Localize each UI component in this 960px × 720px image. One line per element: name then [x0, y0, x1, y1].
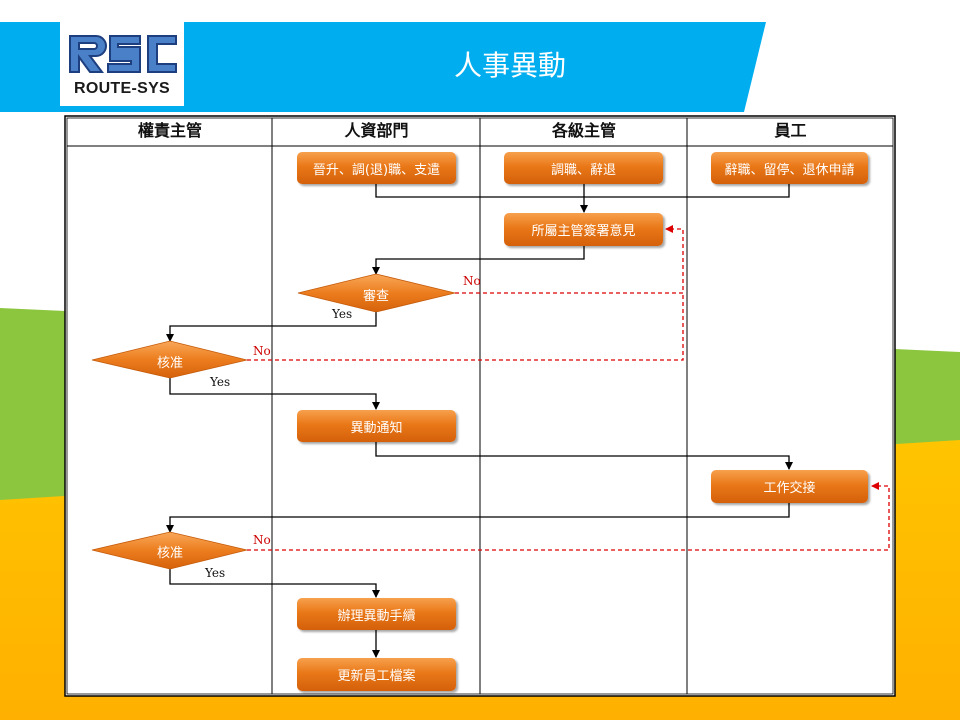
approve2-label: 核准: [156, 546, 183, 561]
yes-label-approve2: Yes: [205, 566, 226, 580]
node-notice: 異動通知: [297, 410, 456, 442]
node-supervisor-opinion: 所屬主管簽署意見: [504, 213, 663, 246]
connector-approve2-yes: [169, 569, 380, 598]
node-promote: 晉升、調(退)職、支遣: [297, 152, 456, 184]
approve1-diamond: [91, 340, 248, 379]
no-loops: [247, 225, 890, 551]
connectors: [166, 184, 793, 658]
connector-opinion-review: [372, 246, 585, 275]
node-process: 辦理異動手續: [297, 598, 456, 630]
logo-text: ROUTE-SYS: [73, 80, 171, 97]
no-label-approve1: No: [253, 344, 271, 358]
node-transfer: 調職、辭退: [504, 152, 663, 184]
connector-notice-handover: [375, 442, 793, 470]
no-label-review: No: [463, 274, 481, 288]
review-label: 審查: [362, 289, 389, 304]
no-label-approve2: No: [253, 533, 271, 547]
connector-promote-merge: [375, 184, 584, 198]
header-banner: [0, 22, 766, 112]
lane-header-authority: 權責主管: [137, 121, 202, 140]
connector-handover-approve2: [166, 503, 790, 533]
swimlane-frame: [64, 115, 896, 697]
node-update: 更新員工檔案: [297, 658, 456, 691]
flowchart: [64, 115, 896, 697]
lane-header-managers: 各級主管: [551, 121, 616, 140]
node-resign: 辭職、留停、退休申請: [711, 152, 868, 184]
lane-header-employee: 員工: [774, 121, 807, 140]
node-handover: 工作交接: [711, 470, 868, 503]
connector-resign-merge: [584, 184, 790, 198]
loop-review-no: [455, 225, 684, 294]
rsc-logo-mark: [69, 35, 177, 73]
review-diamond: [297, 273, 456, 313]
loop-approve2-no: [247, 482, 890, 551]
yes-label-review: Yes: [332, 307, 353, 321]
connector-review-yes: [166, 312, 377, 342]
connector-approve1-yes: [169, 378, 380, 410]
yes-label-approve1: Yes: [210, 375, 231, 389]
loop-approve1-no: [247, 293, 684, 361]
slide-title: 人事異動: [453, 49, 566, 82]
lane-header-hr: 人資部門: [344, 121, 409, 140]
approve2-diamond: [91, 531, 248, 570]
approve1-label: 核准: [156, 356, 183, 371]
